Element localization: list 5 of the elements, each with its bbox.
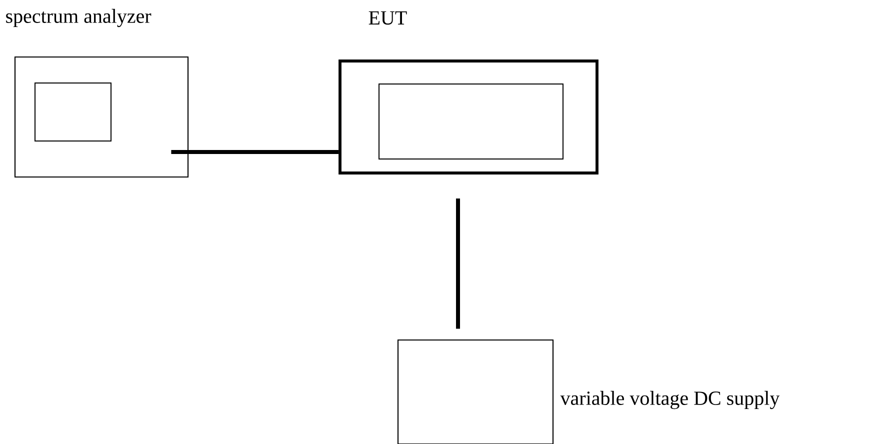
device-label: spectrum analyzer [6, 8, 152, 28]
cable-line [456, 198, 460, 329]
device-label: variable voltage DC supply [560, 390, 780, 410]
device-label: EUT [368, 11, 407, 25]
cable-line [171, 150, 339, 154]
